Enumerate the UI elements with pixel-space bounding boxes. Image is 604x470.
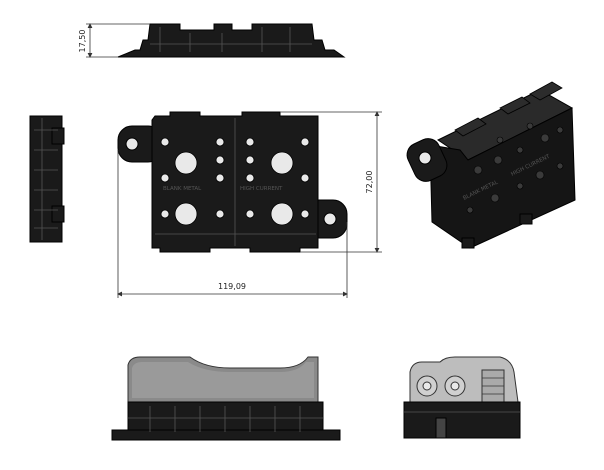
front-assembled-view (111, 356, 341, 441)
dimension-depth (280, 111, 382, 253)
side-assembled-view (403, 356, 521, 439)
dimension-height-label: 17,50 (78, 30, 87, 53)
stud-hex (481, 369, 505, 403)
stud-middle (444, 375, 466, 397)
top-view: 17,50 (78, 23, 346, 58)
dimension-width (117, 150, 348, 298)
dimension-width-label: 119,09 (218, 282, 246, 291)
side-base-body (403, 401, 521, 439)
terminal-holes (160, 137, 310, 226)
dimension-depth-label: 72,00 (365, 171, 374, 194)
front-view: BLANK METAL HIGH CURRENT 119,09 72,00 (117, 111, 382, 298)
side-view (29, 115, 65, 243)
top-view-body (117, 23, 346, 58)
label-blank-metal: BLANK METAL (163, 186, 202, 192)
isometric-front-face (429, 107, 576, 249)
label-high-current: HIGH CURRENT (240, 186, 283, 192)
isometric-view: BLANK METAL HIGH CURRENT (406, 81, 576, 249)
dimension-height (86, 23, 150, 58)
stud-left (416, 375, 438, 397)
